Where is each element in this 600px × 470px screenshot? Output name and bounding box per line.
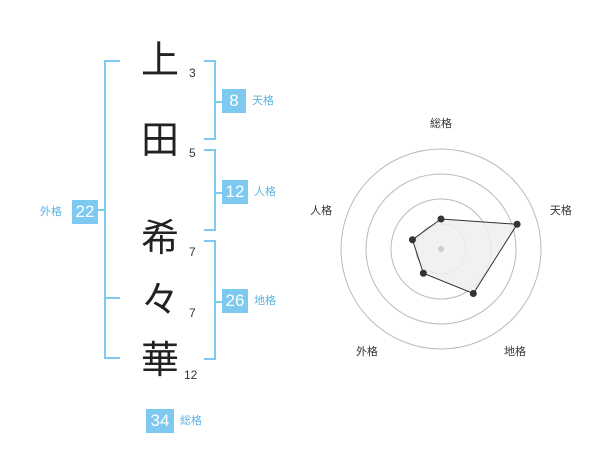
tenkaku-bracket (204, 60, 216, 140)
stroke-count-4: 7 (189, 306, 196, 320)
stroke-count-1: 3 (189, 66, 196, 80)
stroke-count-3: 7 (189, 245, 196, 259)
jinkaku-bracket-connector (214, 192, 222, 194)
tenkaku-label: 天格 (252, 94, 274, 107)
stroke-count-2: 5 (189, 146, 196, 160)
chikaku-label: 地格 (254, 294, 276, 307)
name-char-4: 々 (140, 278, 179, 322)
name-char-1: 上 (140, 38, 179, 82)
jinkaku-label: 人格 (254, 185, 276, 198)
soukaku-value-badge: 34 (146, 409, 174, 433)
radar-axis-label-4: 外格 (356, 344, 378, 358)
radar-axis-label-2: 天格 (550, 203, 572, 217)
radar-point-3 (469, 289, 477, 297)
soukaku-label: 総格 (180, 414, 202, 427)
tenkaku-value-badge: 8 (222, 89, 246, 113)
stroke-count-5: 12 (184, 368, 198, 382)
chikaku-bracket-connector (214, 301, 222, 303)
tenkaku-bracket-connector (214, 101, 222, 103)
radar-ring-3 (365, 173, 517, 325)
gaikaku-bracket-connector (98, 209, 106, 211)
radar-center-dot (438, 246, 444, 252)
chikaku-value-badge: 26 (222, 289, 248, 313)
chikaku-bracket (204, 240, 216, 360)
radar-axis-label-5: 人格 (310, 203, 332, 217)
gaikaku-value-badge: 22 (72, 200, 98, 224)
radar-point-5 (408, 236, 416, 244)
jinkaku-value-badge: 12 (222, 180, 248, 204)
name-char-3: 希 (140, 216, 179, 260)
radar-point-2 (513, 220, 521, 228)
radar-point-1 (437, 215, 445, 223)
gaikaku-bracket-split-tick (104, 297, 120, 299)
radar-point-4 (419, 269, 427, 277)
radar-axis-label-1: 総格 (430, 116, 452, 130)
radar-axis-label-3: 地格 (504, 344, 526, 358)
gaikaku-label: 外格 (40, 205, 62, 218)
radar-ring-4 (340, 148, 542, 350)
jinkaku-bracket (204, 149, 216, 231)
name-char-5: 華 (140, 338, 179, 382)
name-char-2: 田 (140, 118, 179, 162)
radar-polygon (411, 218, 518, 295)
